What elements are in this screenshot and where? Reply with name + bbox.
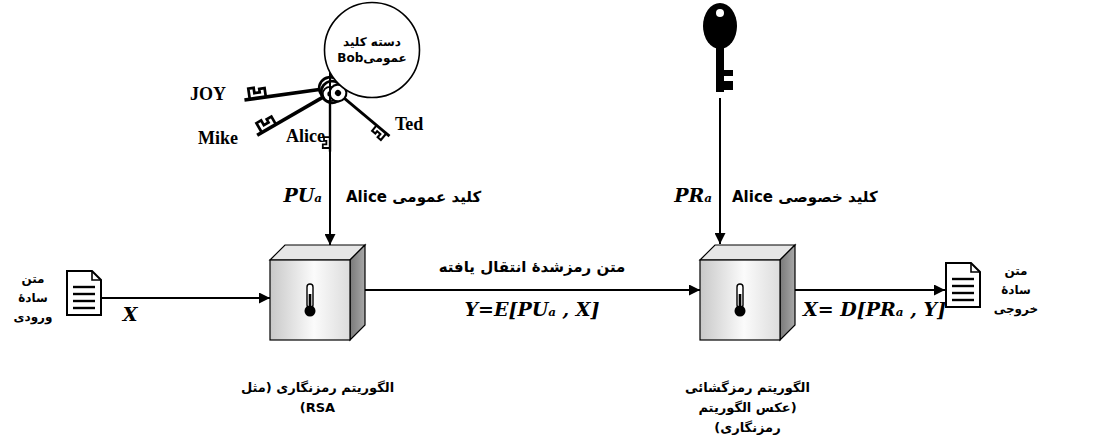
- document-line: [952, 292, 974, 294]
- document-fold: [92, 271, 101, 280]
- document-line: [952, 299, 974, 301]
- document-line: [73, 293, 95, 295]
- key-name: Alice: [286, 126, 325, 147]
- key-name: Mike: [198, 128, 238, 149]
- arrow-connector: [365, 289, 700, 291]
- document-line: [73, 300, 95, 302]
- thermometer-icon: [735, 284, 746, 317]
- decryption-box: الگوریتم رمزگشائی (عکس الگوریتم رمزنگاری…: [700, 245, 795, 340]
- plaintext-symbol: X: [123, 303, 138, 325]
- key-ring-title: دسته کلید عمومیBob: [335, 34, 409, 66]
- document-fold: [971, 263, 980, 272]
- ciphertext-label: متن رمزشدهٔ انتقال یافته: [439, 258, 626, 276]
- key-shaft: [716, 46, 724, 92]
- document-caption: متن سادهٔ خروجی: [988, 262, 1044, 320]
- document-page: [946, 263, 980, 307]
- input-document: متن سادهٔ ورودی: [66, 270, 102, 316]
- arrow-connector: [795, 289, 945, 291]
- key-hole: [716, 9, 724, 17]
- private-key-icon: [703, 3, 737, 92]
- output-document: متن سادهٔ خروجی: [945, 262, 981, 308]
- box-top-face: [700, 245, 795, 260]
- ciphertext-formula: Y=E[PUₐ , X]: [464, 298, 599, 320]
- output-document-shape: [945, 262, 981, 308]
- key-bow: [703, 3, 737, 49]
- key-tooth: [724, 70, 733, 76]
- encryption-box-shape: [270, 245, 365, 340]
- box-front-face: [700, 260, 780, 340]
- document-caption: متن سادهٔ ورودی: [5, 270, 61, 328]
- private-key-caption: کلید خصوصی Alice: [732, 188, 878, 206]
- private-key-label: PRₐ: [674, 184, 712, 206]
- document-line: [73, 307, 95, 309]
- input-document-shape: [66, 270, 102, 316]
- private-key-arrow: [719, 98, 721, 244]
- public-key-caption: کلید عمومی Alice: [346, 188, 481, 206]
- key-name: JOY: [190, 84, 226, 105]
- box-top-face: [270, 245, 365, 260]
- document-page: [67, 271, 101, 315]
- key-ring-circle: دسته کلید عمومیBob: [323, 1, 421, 99]
- decryption-box-shape: [700, 245, 795, 340]
- thermometer-icon: [305, 284, 316, 317]
- algorithm-caption: الگوریتم رمزنگاری (مثل RSA): [234, 378, 402, 418]
- public-key-label: PUₐ: [283, 184, 322, 206]
- algorithm-caption: الگوریتم رمزگشائی (عکس الگوریتم رمزنگاری…: [664, 378, 832, 438]
- box-side-face: [780, 245, 795, 340]
- arrow-connector: [329, 72, 331, 245]
- arrow-connector: [102, 297, 270, 299]
- document-line: [73, 286, 95, 288]
- box-side-face: [350, 245, 365, 340]
- encryption-box: الگوریتم رمزنگاری (مثل RSA): [270, 245, 365, 340]
- decryption-formula: X= D[PRₐ , Y]: [803, 298, 946, 320]
- key-tooth: [724, 81, 733, 90]
- key-ring-circle-shape: [323, 1, 421, 99]
- box-front-face: [270, 260, 350, 340]
- document-line: [952, 285, 974, 287]
- key-ring-outline: [325, 3, 420, 98]
- key-name: Ted: [395, 114, 423, 135]
- document-line: [952, 278, 974, 280]
